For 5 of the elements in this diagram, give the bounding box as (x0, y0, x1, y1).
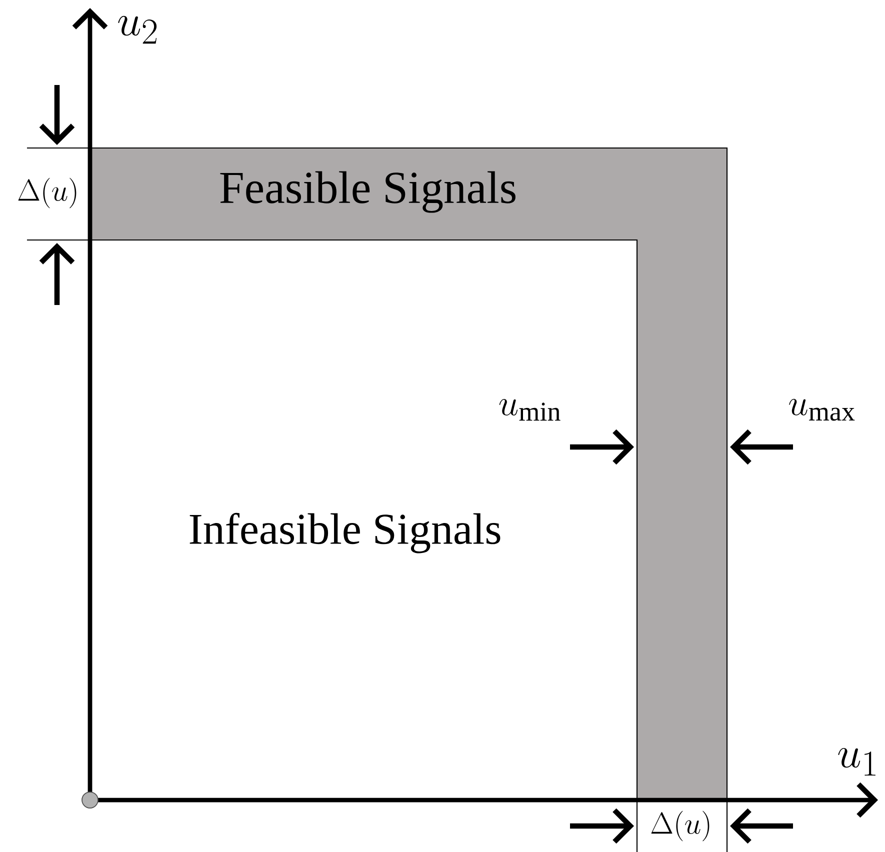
axis-label: $u_2$ (118, 16, 157, 44)
bound-label: $u_{\max}$ (789, 398, 855, 421)
axis-label: $u_1$ (838, 748, 876, 776)
region-label: Infeasible Signals (190, 512, 500, 554)
bound-label: $u_{\min}$ (499, 399, 560, 421)
